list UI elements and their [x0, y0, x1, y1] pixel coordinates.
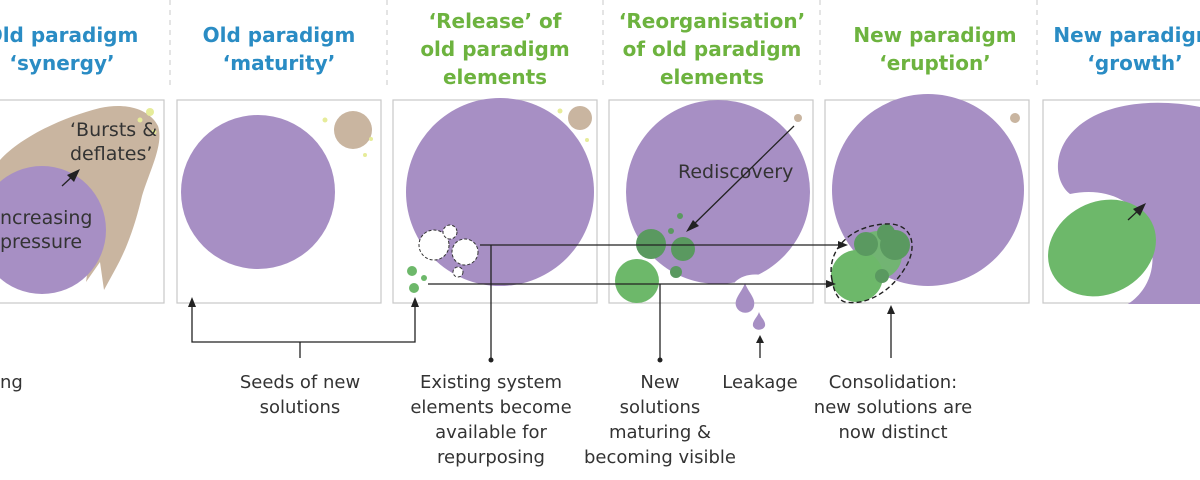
new-solutions-label: New	[640, 372, 679, 393]
stage-title-line: old paradigm	[420, 37, 569, 61]
paradigm-circle	[406, 98, 594, 286]
stage-title-synergy: Old paradigm ‘synergy’	[0, 23, 138, 75]
yellow-dot	[137, 117, 143, 123]
consolidation-label: Consolidation:	[829, 372, 957, 393]
increasing-label: ncreasing	[0, 207, 93, 229]
yellow-dot	[557, 108, 563, 114]
leakage-drop	[735, 283, 755, 313]
stage-title-line: ‘Reorganisation’	[619, 9, 805, 33]
arrowhead	[686, 220, 699, 232]
tan-circle	[568, 106, 592, 130]
stage-title-reorganisation: ‘Reorganisation’ of old paradigm element…	[619, 9, 805, 89]
consolidation-label: new solutions are	[814, 397, 972, 418]
stage-title-line: Old paradigm	[0, 23, 138, 47]
stage-title-line: ‘synergy’	[9, 51, 114, 75]
annotations: ng Seeds of new solutions Existing syste…	[0, 372, 972, 468]
yellow-dot	[151, 129, 157, 135]
stage-title-maturity: Old paradigm ‘maturity’	[203, 23, 356, 75]
seed-dot	[421, 275, 427, 281]
rediscovery-arrow	[688, 125, 795, 230]
tan-circle	[334, 111, 372, 149]
released-elements	[418, 224, 479, 278]
seeds-label: Seeds of new	[240, 372, 360, 393]
stage-title-line: Old paradigm	[203, 23, 356, 47]
stage-title-line: elements	[443, 65, 547, 89]
pressure-label: pressure	[0, 231, 82, 253]
arrowhead	[188, 297, 196, 307]
leakage-label: Leakage	[722, 372, 797, 393]
arrowhead	[67, 169, 80, 182]
eruption-cluster	[830, 223, 913, 304]
seeds-bracket	[191, 300, 416, 343]
new-solutions-label: becoming visible	[584, 447, 736, 468]
panel-eruption	[824, 94, 1030, 304]
arrowhead	[1133, 203, 1146, 216]
seeds-label: solutions	[260, 397, 341, 418]
yellow-dot	[146, 108, 154, 116]
connector-dot	[657, 357, 663, 363]
tan-circle	[794, 114, 802, 122]
stage-title-line: New paradigm	[853, 23, 1016, 47]
stage-title-growth: New paradigm ‘growth’	[1053, 23, 1200, 75]
existing-label: available for	[435, 422, 547, 443]
arrowhead	[826, 280, 836, 288]
arrowhead	[411, 297, 419, 307]
existing-label: elements become	[410, 397, 571, 418]
left-partial-label: ng	[0, 372, 23, 393]
yellow-dot	[363, 153, 367, 157]
new-solution-circle	[670, 266, 682, 278]
stage-title-release: ‘Release’ of old paradigm elements	[420, 9, 569, 89]
connectors	[188, 241, 895, 363]
stage-title-line: ‘Release’ of	[429, 9, 562, 33]
new-solutions-label: maturing &	[609, 422, 711, 443]
pressure-circle	[0, 166, 106, 294]
panel-growth	[1042, 99, 1200, 304]
stage-title-line: elements	[660, 65, 764, 89]
paradigm-circle	[181, 115, 335, 269]
bursts-label: deflates’	[70, 143, 152, 165]
new-solution-circle	[636, 229, 666, 259]
stage-title-line: ‘maturity’	[223, 51, 336, 75]
seed-dot	[409, 283, 419, 293]
consolidation-label: now distinct	[838, 422, 947, 443]
new-solution-circle	[615, 259, 659, 303]
bursts-label: ‘Bursts &	[70, 119, 157, 141]
connector-dot	[488, 357, 494, 363]
paradigm-circle	[626, 100, 810, 284]
panel-synergy: ‘Bursts & deflates’ ncreasing pressure	[0, 99, 199, 304]
new-solution-circle	[668, 228, 674, 234]
panel-release	[392, 98, 598, 304]
existing-label: Existing system	[420, 372, 562, 393]
yellow-dot	[585, 138, 589, 142]
stage-title-line: of old paradigm	[623, 37, 802, 61]
panel-reorganisation: Rediscovery	[608, 99, 814, 330]
existing-label: repurposing	[437, 447, 545, 468]
stage-title-line: ‘growth’	[1087, 51, 1182, 75]
new-solution-circle	[671, 237, 695, 261]
stage-title-line: ‘eruption’	[879, 51, 991, 75]
yellow-dot	[322, 117, 328, 123]
rediscovery-label: Rediscovery	[678, 161, 793, 183]
stage-title-eruption: New paradigm ‘eruption’	[853, 23, 1016, 75]
panel-maturity	[176, 99, 382, 304]
yellow-dot	[369, 137, 373, 141]
stage-title-line: New paradigm	[1053, 23, 1200, 47]
seed-dot	[407, 266, 417, 276]
leakage-drop	[752, 312, 766, 330]
tan-circle	[1010, 113, 1020, 123]
arrowhead	[838, 241, 848, 249]
new-solution-circle	[677, 213, 683, 219]
arrowhead	[887, 305, 895, 314]
arrowhead	[756, 335, 764, 343]
new-paradigm-ellipse	[1048, 199, 1156, 297]
new-solutions-label: solutions	[620, 397, 701, 418]
